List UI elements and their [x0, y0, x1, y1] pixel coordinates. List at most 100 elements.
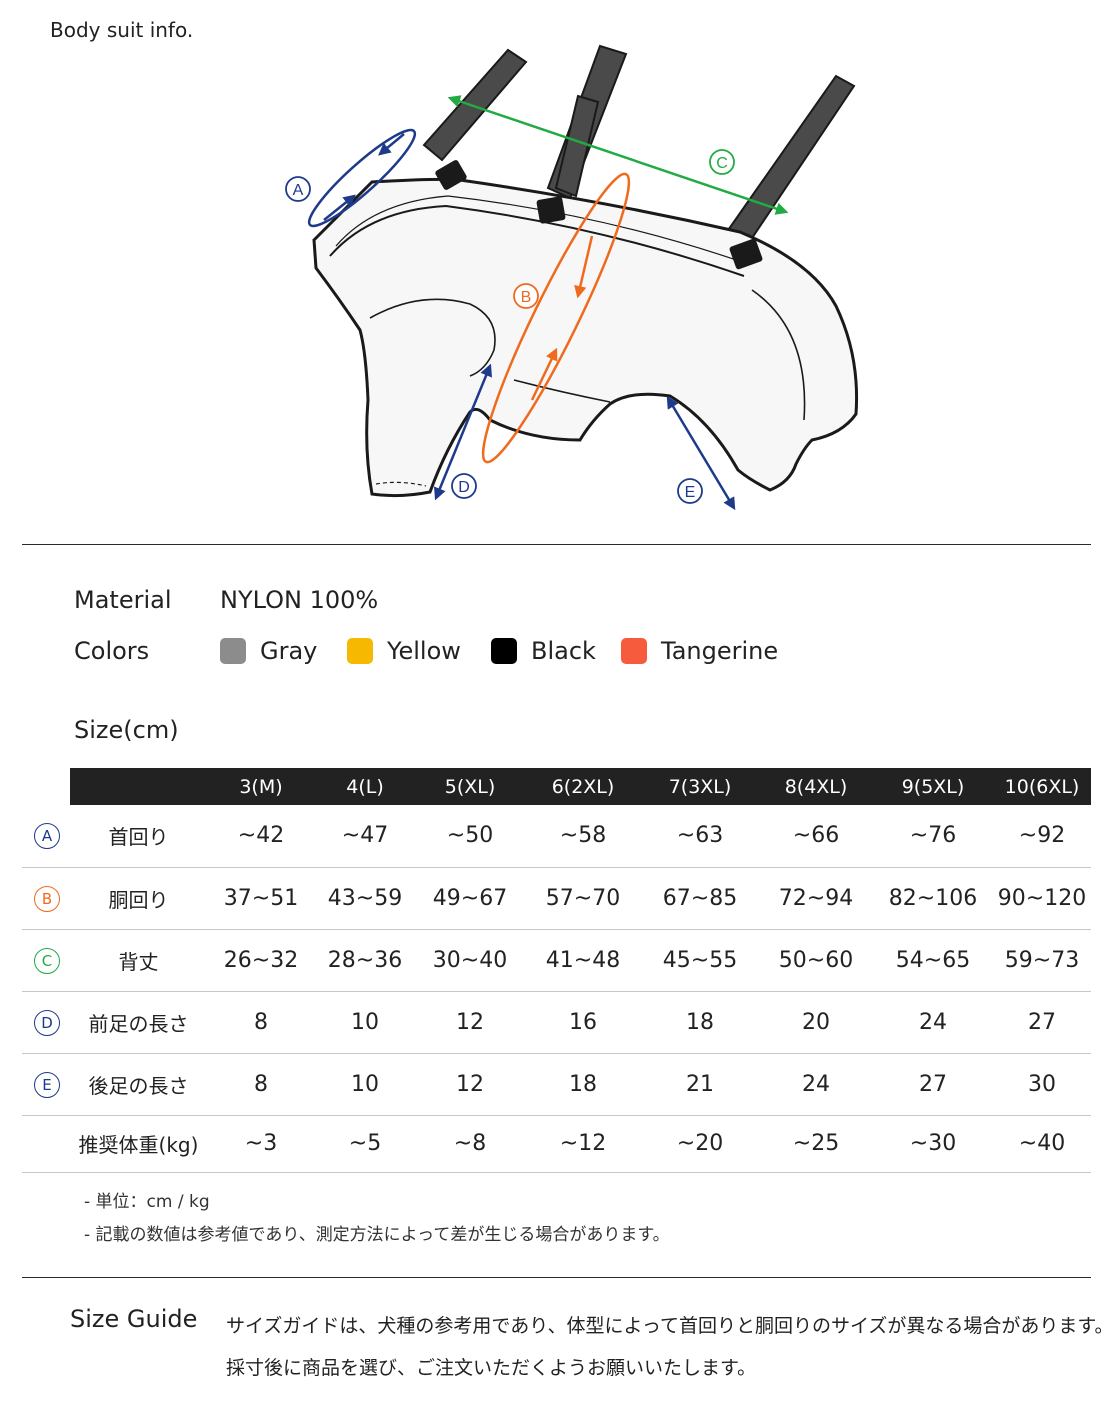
color-name: Yellow — [387, 637, 461, 665]
table-cell: 8 — [254, 1009, 268, 1035]
row-label: 首回り — [108, 825, 169, 850]
badge-c: C — [34, 947, 60, 974]
table-cell: ~42 — [237, 823, 285, 849]
color-name: Black — [531, 637, 596, 665]
size-chart-title: Size(cm) — [74, 716, 179, 744]
color-option-gray: Gray — [220, 637, 317, 665]
table-row: A 首回り ~42 ~47 ~50 ~58 ~63 ~66 ~76 ~92 — [22, 805, 1091, 867]
marker-a-label: A — [285, 176, 311, 202]
table-cell: ~40 — [1018, 1131, 1066, 1156]
color-swatch-yellow — [347, 638, 373, 664]
table-cell: 72~94 — [778, 885, 854, 911]
size-guide-label: Size Guide — [70, 1305, 198, 1333]
table-cell: 67~85 — [662, 885, 738, 911]
table-row: E 後足の長さ 8 10 12 18 21 24 27 30 — [22, 1053, 1091, 1115]
table-cell: 49~67 — [432, 885, 508, 911]
page-title: Body suit info. — [50, 18, 194, 42]
table-cell: 12 — [456, 1071, 484, 1097]
badge-b: B — [34, 885, 60, 912]
table-cell: ~25 — [792, 1131, 840, 1156]
size-table: 3(M) 4(L) 5(XL) 6(2XL) 7(3XL) 8(4XL) 9(5… — [22, 768, 1091, 1173]
table-cell: ~50 — [446, 823, 494, 849]
header-size: 3(M) — [207, 768, 315, 805]
marker-d-label: D — [451, 473, 477, 499]
table-cell: 82~106 — [888, 885, 978, 911]
table-cell: ~5 — [348, 1131, 382, 1156]
notes: - 単位：cm / kg - 記載の数値は参考値であり、測定方法によって差が生じ… — [84, 1186, 670, 1252]
color-option-tangerine: Tangerine — [621, 637, 778, 665]
color-swatch-black — [491, 638, 517, 664]
marker-a-ellipse — [307, 128, 417, 228]
row-label: 後足の長さ — [88, 1073, 189, 1098]
marker-b-arrow — [530, 347, 558, 401]
colors-label: Colors — [74, 637, 150, 665]
color-option-black: Black — [491, 637, 596, 665]
color-option-yellow: Yellow — [347, 637, 461, 665]
table-cell: 41~48 — [545, 947, 621, 973]
bodysuit-seam — [513, 379, 611, 403]
table-cell: 30~40 — [432, 947, 508, 973]
header-size: 4(L) — [315, 768, 415, 805]
table-row: B 胴回り 37~51 43~59 49~67 57~70 67~85 72~9… — [22, 867, 1091, 929]
marker-e-label: E — [677, 478, 703, 504]
table-cell: 21 — [686, 1071, 714, 1097]
badge-a: A — [34, 823, 60, 850]
color-name: Tangerine — [661, 637, 779, 665]
header-size: 6(2XL) — [525, 768, 641, 805]
svg-text:D: D — [458, 479, 470, 496]
table-row: 推奨体重(kg) ~3 ~5 ~8 ~12 ~20 ~25 ~30 ~40 — [22, 1115, 1091, 1172]
badge-e: E — [34, 1071, 60, 1098]
size-guide-line: 採寸後に商品を選び、ご注文いただくようお願いいたします。 — [226, 1357, 757, 1379]
table-cell: ~66 — [792, 823, 840, 849]
color-swatch-tangerine — [621, 638, 647, 664]
marker-e-arrow — [666, 395, 736, 511]
marker-c-arrow — [447, 95, 789, 215]
header-size: 10(6XL) — [993, 768, 1091, 805]
table-cell: 30 — [1028, 1071, 1056, 1097]
section-divider — [22, 544, 1091, 545]
table-cell: ~47 — [341, 823, 389, 849]
table-cell: 28~36 — [327, 947, 403, 973]
header-blank — [22, 768, 70, 805]
row-label: 胴回り — [108, 887, 169, 912]
table-cell: ~3 — [244, 1131, 278, 1156]
table-cell: 10 — [351, 1071, 379, 1097]
table-cell: 50~60 — [778, 947, 854, 973]
table-cell: 12 — [456, 1009, 484, 1035]
svg-text:E: E — [685, 484, 696, 501]
header-label-cell — [70, 768, 207, 805]
material-label: Material — [74, 586, 172, 614]
table-cell: 18 — [686, 1009, 714, 1035]
table-cell: ~58 — [559, 823, 607, 849]
bodysuit-seam — [751, 289, 806, 421]
bodysuit-seam — [375, 481, 427, 487]
table-cell: ~20 — [676, 1131, 724, 1156]
table-cell: 10 — [351, 1009, 379, 1035]
row-label: 推奨体重(kg) — [78, 1133, 199, 1157]
table-cell: 16 — [569, 1009, 597, 1035]
size-table-header: 3(M) 4(L) 5(XL) 6(2XL) 7(3XL) 8(4XL) 9(5… — [22, 768, 1091, 805]
svg-text:A: A — [293, 182, 304, 199]
svg-text:B: B — [521, 289, 532, 306]
table-cell: 18 — [569, 1071, 597, 1097]
table-cell: 59~73 — [1004, 947, 1080, 973]
note-item: - 記載の数値は参考値であり、測定方法によって差が生じる場合があります。 — [84, 1225, 670, 1245]
table-cell: 24 — [802, 1071, 830, 1097]
marker-b-arrow — [574, 235, 594, 299]
table-cell: ~92 — [1018, 823, 1066, 849]
table-cell: ~30 — [909, 1131, 957, 1156]
table-cell: 57~70 — [545, 885, 621, 911]
color-swatch-gray — [220, 638, 246, 664]
section-divider — [22, 1277, 1091, 1278]
table-cell: 24 — [919, 1009, 947, 1035]
color-name: Gray — [260, 637, 318, 665]
row-label: 背丈 — [118, 949, 159, 974]
table-cell: 54~65 — [895, 947, 971, 973]
table-cell: 45~55 — [662, 947, 738, 973]
header-size: 7(3XL) — [641, 768, 759, 805]
size-guide-line: サイズガイドは、犬種の参考用であり、体型によって首回りと胴回りのサイズが異なる場… — [226, 1315, 1114, 1337]
table-cell: ~12 — [559, 1131, 607, 1156]
header-size: 8(4XL) — [759, 768, 873, 805]
row-label: 前足の長さ — [88, 1011, 189, 1036]
table-row: C 背丈 26~32 28~36 30~40 41~48 45~55 50~60… — [22, 929, 1091, 991]
